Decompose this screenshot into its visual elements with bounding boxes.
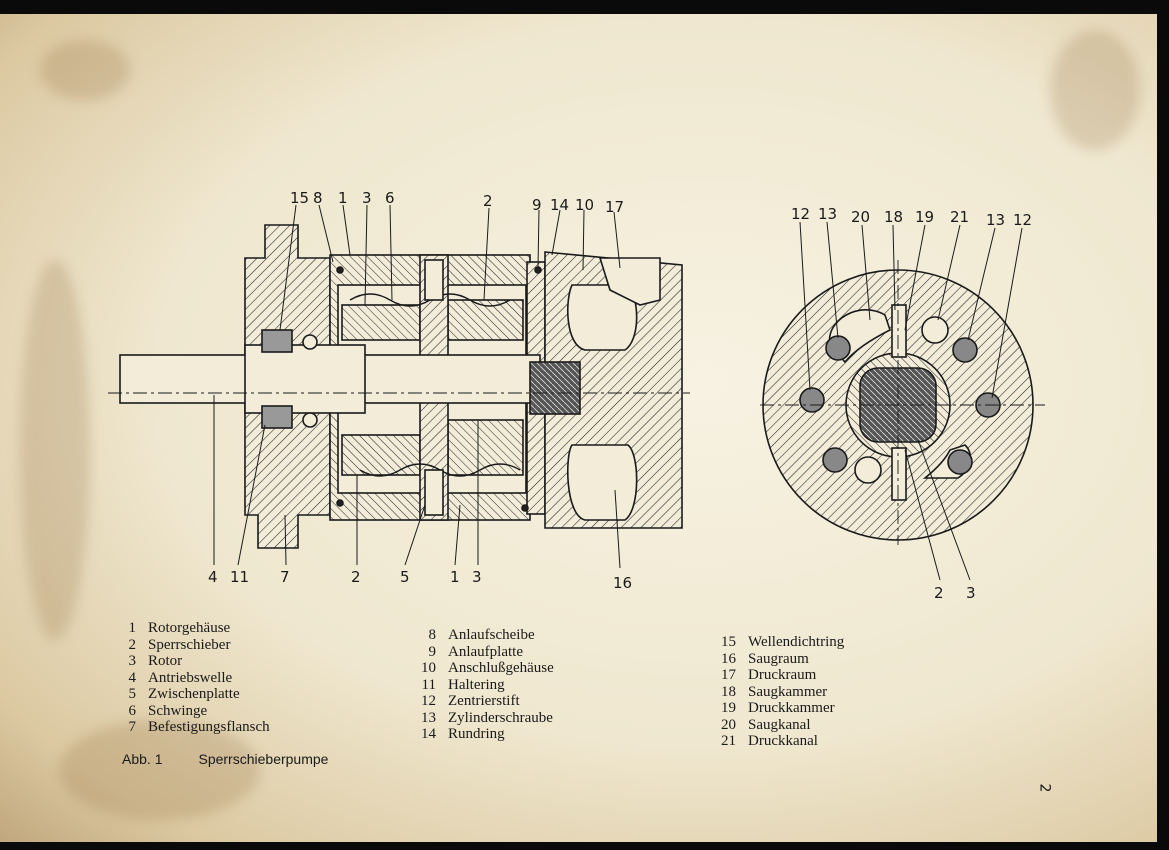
centering-pin-lower — [424, 469, 444, 516]
callout-3: 3 — [472, 568, 482, 586]
stain — [1050, 30, 1140, 150]
centering-pin-upper — [424, 259, 444, 301]
shaft-seal-lower — [261, 405, 293, 429]
callout-21: 21 — [950, 208, 969, 226]
callout-2: 2 — [351, 568, 361, 586]
scan-border-right — [1157, 0, 1169, 850]
callout-5: 5 — [400, 568, 410, 586]
side-view-callouts-bottom: 4 11 7 2 5 1 3 16 — [208, 568, 632, 592]
callout-4: 4 — [208, 568, 218, 586]
side-view-leaders — [213, 204, 621, 569]
port-hole — [854, 456, 882, 484]
stain — [20, 260, 90, 640]
end-view-callouts-top: 12 13 20 18 19 21 13 12 — [791, 205, 1032, 229]
callout-16: 16 — [613, 574, 632, 592]
side-section-view — [108, 224, 690, 549]
stain — [40, 40, 130, 100]
stain — [60, 720, 260, 820]
callout-17: 17 — [605, 198, 624, 216]
scan-border-top — [0, 0, 1169, 14]
callout-12: 12 — [1013, 211, 1032, 229]
o-ring — [521, 504, 529, 512]
callout-15: 15 — [290, 189, 309, 207]
vane-bottom — [891, 447, 907, 501]
shaft-seal — [261, 329, 293, 353]
page-number: 2 — [1036, 783, 1053, 793]
callout-10: 10 — [575, 196, 594, 214]
callout-13: 13 — [818, 205, 837, 223]
callout-3: 3 — [362, 189, 372, 207]
bolt-hole — [799, 387, 825, 413]
end-view-callouts-bottom: 2 3 — [934, 584, 976, 602]
callout-3: 3 — [966, 584, 976, 602]
callout-9: 9 — [532, 196, 542, 214]
callout-2: 2 — [934, 584, 944, 602]
side-view-callouts-top: 15 8 1 3 6 2 9 14 10 17 — [290, 189, 624, 216]
rotor-lower — [341, 434, 421, 476]
outlet-port — [598, 257, 661, 306]
figure-title: Sperrschieberpumpe — [198, 751, 329, 767]
vane-top — [891, 304, 907, 358]
bolt-hole — [822, 447, 848, 473]
bolt-hole — [952, 337, 978, 363]
callout-18: 18 — [884, 208, 903, 226]
bearing-ball — [302, 334, 318, 350]
end-section-view — [760, 260, 1045, 545]
figure-number: Abb. 1 — [122, 751, 163, 767]
figure-caption: Abb. 1 Sperrschieberpumpe — [122, 751, 328, 767]
callout-2: 2 — [483, 192, 493, 210]
callout-7: 7 — [280, 568, 290, 586]
scan-border-bottom — [0, 842, 1169, 850]
callout-6: 6 — [385, 189, 395, 207]
rotor-upper — [341, 304, 421, 341]
bolt-hole — [947, 449, 973, 475]
callout-19: 19 — [915, 208, 934, 226]
rotor-upper-2 — [447, 299, 524, 341]
o-ring — [336, 266, 344, 274]
callout-1: 1 — [450, 568, 460, 586]
bearing-ball — [302, 412, 318, 428]
shaft-step — [244, 344, 366, 414]
callout-13: 13 — [986, 211, 1005, 229]
port-hole — [921, 316, 949, 344]
o-ring — [336, 499, 344, 507]
callout-11: 11 — [230, 568, 249, 586]
suction-chamber — [566, 444, 638, 521]
callout-12: 12 — [791, 205, 810, 223]
callout-1: 1 — [338, 189, 348, 207]
bolt-hole — [825, 335, 851, 361]
callout-14: 14 — [550, 196, 569, 214]
callout-8: 8 — [313, 189, 323, 207]
end-view-leaders — [799, 221, 1023, 581]
shaft-spline — [529, 361, 581, 415]
callout-20: 20 — [851, 208, 870, 226]
